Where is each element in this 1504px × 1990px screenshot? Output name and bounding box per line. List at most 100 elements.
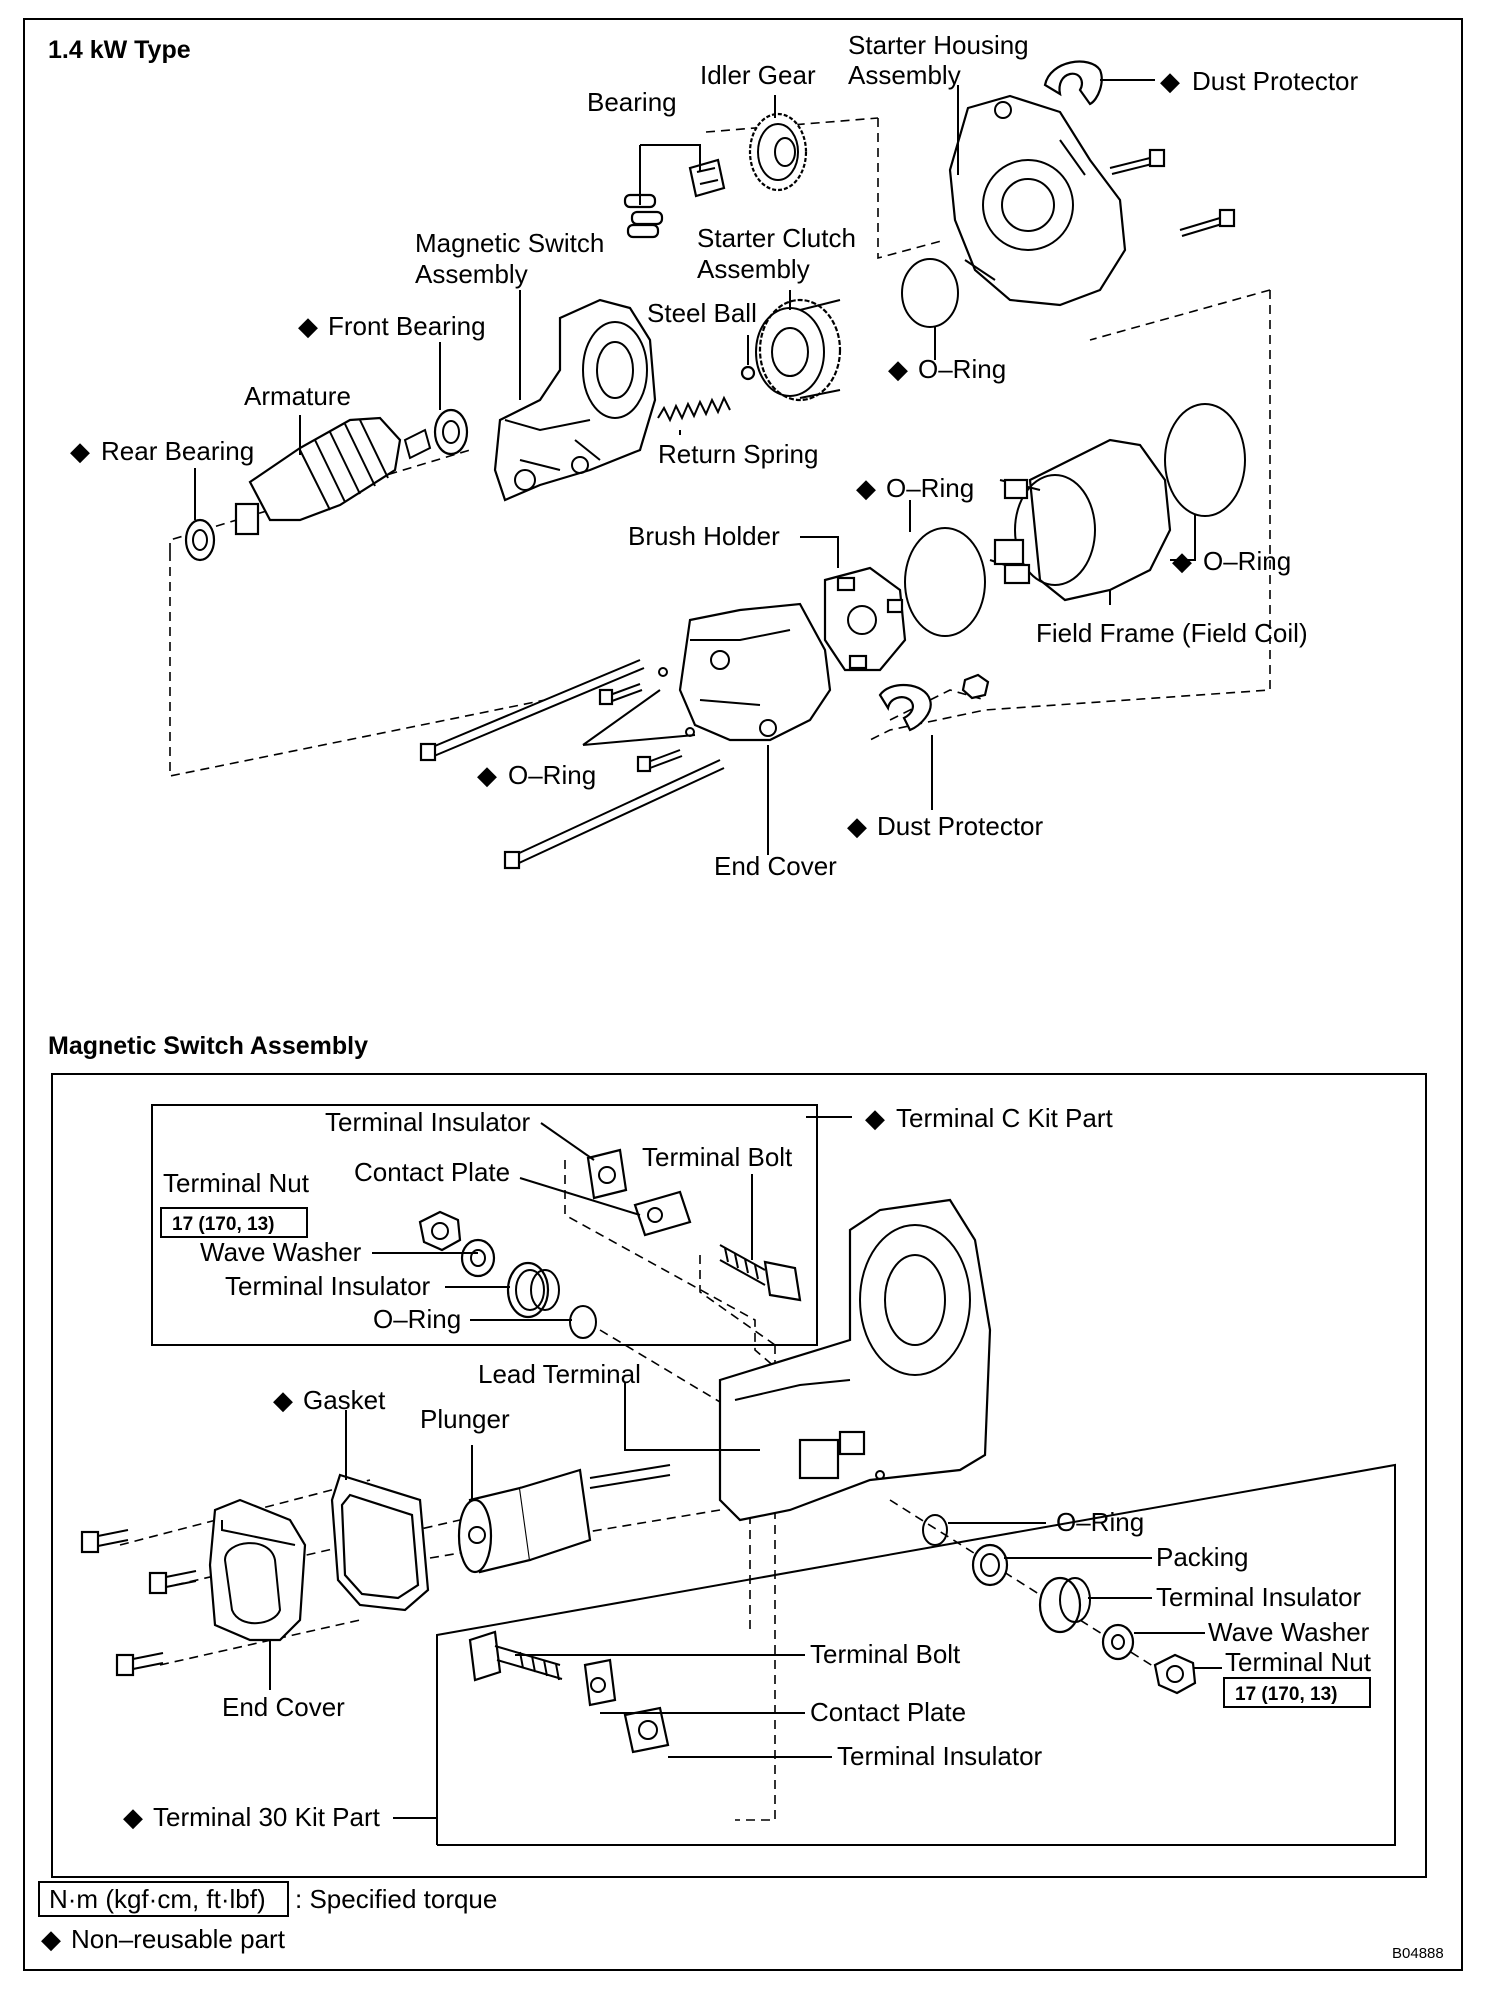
label-front-bearing: Front Bearing	[328, 311, 486, 341]
label-terminal-nut-left: Terminal Nut	[163, 1168, 310, 1198]
terminal-nut-right-part	[1153, 1653, 1197, 1695]
dashed-line-top-right	[1089, 289, 1271, 341]
label-end-cover-top: End Cover	[714, 851, 837, 881]
label-packing: Packing	[1156, 1542, 1249, 1572]
dashed-bolt-top	[699, 1255, 776, 1346]
label-terminal-c-kit: Terminal C Kit Part	[896, 1103, 1113, 1133]
label-terminal-bolt-bottom: Terminal Bolt	[810, 1639, 961, 1669]
legend-torque-desc: : Specified torque	[295, 1884, 497, 1914]
label-bearing: Bearing	[587, 87, 677, 117]
starter-clutch-part	[755, 298, 842, 402]
return-spring-part	[657, 395, 731, 423]
diamond-marker: ◆	[888, 354, 908, 384]
dashed-axis-armature	[169, 449, 471, 552]
label-gasket: Gasket	[303, 1385, 386, 1415]
label-armature: Armature	[244, 381, 351, 411]
label-plunger: Plunger	[420, 1404, 510, 1434]
switch-housing-part	[718, 1198, 992, 1522]
dashed-axis-terminal-30	[889, 1499, 1176, 1681]
oring-left-part	[569, 1305, 597, 1339]
label-terminal-insulator-bottom: Terminal Insulator	[837, 1741, 1043, 1771]
switch-section-title: Magnetic Switch Assembly	[48, 1032, 368, 1060]
label-oring-clutch: O–Ring	[918, 354, 1006, 384]
terminal-bolt-top-part	[719, 1244, 802, 1302]
oring-clutch-part	[901, 258, 959, 328]
front-bearing-part	[433, 408, 469, 456]
diamond-marker: ◆	[298, 311, 318, 341]
top-section-title: 1.4 kW Type	[48, 36, 191, 64]
label-terminal-30-kit: Terminal 30 Kit Part	[153, 1802, 381, 1832]
label-lead-terminal: Lead Terminal	[478, 1359, 641, 1389]
dashed-terminal-c	[564, 1160, 791, 1381]
label-oring-mid: O–Ring	[886, 473, 974, 503]
terminal-insulator-right-part	[1038, 1576, 1091, 1634]
leader-oring-bolts	[582, 689, 696, 746]
leader-contact-plate-top	[519, 1177, 641, 1216]
label-dust-protector-bottom: Dust Protector	[877, 811, 1044, 841]
label-contact-plate-bottom: Contact Plate	[810, 1697, 966, 1727]
diamond-marker: ◆	[1172, 546, 1192, 576]
housing-bolts-part	[1109, 148, 1236, 237]
label-field-frame: Field Frame (Field Coil)	[1036, 618, 1308, 648]
packing-part	[971, 1543, 1009, 1587]
leader-brush-holder	[800, 536, 839, 568]
label-oring-left: O–Ring	[373, 1304, 461, 1334]
armature-part	[234, 416, 432, 536]
terminal-30-kit-box	[436, 1463, 1396, 1846]
magnetic-switch-part	[493, 298, 657, 502]
legend-torque-box	[38, 1881, 289, 1917]
contact-plate-top-part	[633, 1190, 692, 1237]
dashed-outline-left	[169, 552, 546, 777]
starter-housing-part	[948, 94, 1127, 307]
terminal-nut-left-part	[418, 1210, 462, 1252]
diamond-marker: ◆	[847, 811, 867, 841]
end-cover-screws-part	[80, 1529, 197, 1677]
diamond-marker: ◆	[273, 1385, 293, 1415]
diamond-marker: ◆	[856, 473, 876, 503]
wave-washer-right-part	[1101, 1623, 1135, 1661]
diamond-marker: ◆	[123, 1802, 143, 1832]
dust-protector-bottom-part	[878, 683, 932, 732]
contact-plate-bottom-part	[583, 1658, 617, 1707]
label-brush-holder: Brush Holder	[628, 521, 780, 551]
dashed-line-idler	[705, 117, 879, 133]
terminal-insulator-top-part	[586, 1148, 628, 1200]
label-wave-washer-left: Wave Washer	[200, 1237, 362, 1267]
label-oring-right: O–Ring	[1203, 546, 1291, 576]
label-idler-gear: Idler Gear	[700, 60, 816, 90]
legend-torque-units: N·m (kgf·cm, ft·lbf)	[49, 1884, 266, 1914]
label-terminal-insulator-top: Terminal Insulator	[325, 1107, 531, 1137]
torque-value-left: 17 (170, 13)	[172, 1214, 274, 1235]
figure-code: B04888	[1392, 1945, 1444, 1962]
terminal-insulator-bottom-part	[623, 1706, 670, 1754]
label-terminal-insulator-left: Terminal Insulator	[225, 1271, 431, 1301]
label-return-spring: Return Spring	[658, 439, 818, 469]
label-dust-protector-top: Dust Protector	[1192, 66, 1359, 96]
dashed-oring-left	[599, 1329, 801, 1451]
diamond-marker: ◆	[41, 1924, 61, 1954]
wave-washer-left-part	[460, 1238, 496, 1278]
torque-box-left	[160, 1207, 308, 1238]
label-steel-ball: Steel Ball	[647, 298, 757, 328]
oring-right-switch-part	[922, 1514, 948, 1546]
dashed-screw-1	[119, 1479, 371, 1546]
label-magnetic-switch-2: Assembly	[415, 259, 528, 289]
bearing-part	[623, 158, 726, 239]
label-terminal-nut-right: Terminal Nut	[1225, 1647, 1372, 1677]
bearing-leader	[639, 144, 701, 205]
label-end-cover-bottom: End Cover	[222, 1692, 345, 1722]
through-bolts-part	[419, 659, 725, 870]
end-cover-bottom-part	[208, 1498, 307, 1642]
gasket-part	[330, 1473, 430, 1612]
label-starter-housing-1: Starter Housing	[848, 30, 1029, 60]
brush-holder-part	[823, 566, 907, 672]
legend-non-reusable: Non–reusable part	[71, 1924, 286, 1954]
diamond-marker: ◆	[865, 1103, 885, 1133]
label-terminal-insulator-right: Terminal Insulator	[1156, 1582, 1362, 1612]
label-oring-bolts: O–Ring	[508, 760, 596, 790]
label-starter-clutch-1: Starter Clutch	[697, 223, 856, 253]
diamond-marker: ◆	[70, 436, 90, 466]
oring-right-part	[1164, 403, 1246, 517]
dashed-screw-3	[159, 1619, 361, 1666]
leader-lead-terminal	[624, 1382, 760, 1451]
